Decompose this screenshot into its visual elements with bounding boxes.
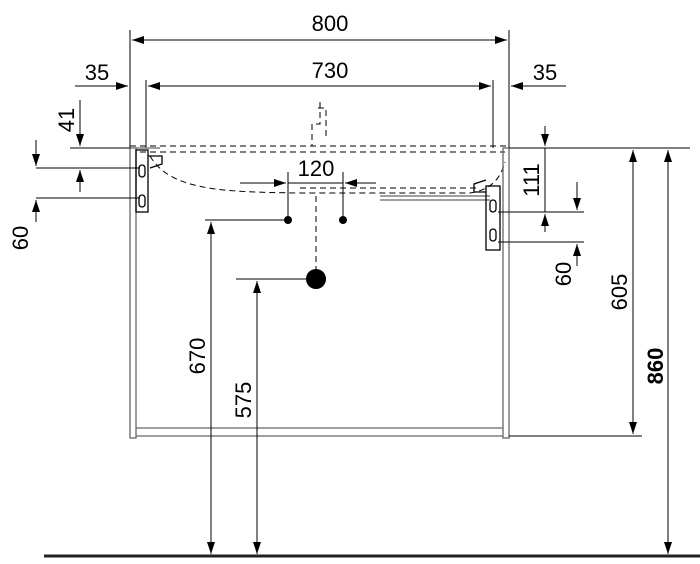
label-60-right: 60: [551, 262, 576, 286]
dim-drain-height: 575: [231, 278, 306, 554]
dim-left-vertical: 41 60: [8, 100, 140, 250]
label-60-left: 60: [8, 226, 33, 250]
label-670: 670: [185, 338, 210, 375]
dim-total-height: 860: [643, 150, 672, 554]
basin-outline: [130, 102, 509, 270]
dim-right-vertical: 111 60: [498, 126, 690, 286]
label-860: 860: [643, 348, 668, 385]
label-120: 120: [298, 156, 335, 181]
label-35-left: 35: [85, 60, 109, 85]
label-605: 605: [607, 274, 632, 311]
cabinet-frame: [129, 147, 510, 439]
label-41: 41: [54, 108, 79, 132]
inlet-point-left: [284, 216, 292, 224]
bracket-right: [473, 179, 501, 251]
label-35-right: 35: [533, 60, 557, 85]
dim-inlet-height: 670: [185, 219, 284, 554]
dim-overall-width: 800: [129, 11, 510, 148]
label-730: 730: [312, 58, 349, 83]
dim-cabinet-height: 605: [509, 150, 642, 437]
inlet-point-right: [339, 216, 347, 224]
bracket-left: [135, 149, 163, 213]
label-111: 111: [519, 163, 544, 196]
label-800: 800: [312, 11, 349, 36]
dim-drain-spacing: 120: [240, 156, 376, 224]
drain-point: [306, 269, 326, 289]
label-575: 575: [231, 382, 256, 419]
dim-inner-width: 730 35 35: [75, 58, 566, 148]
